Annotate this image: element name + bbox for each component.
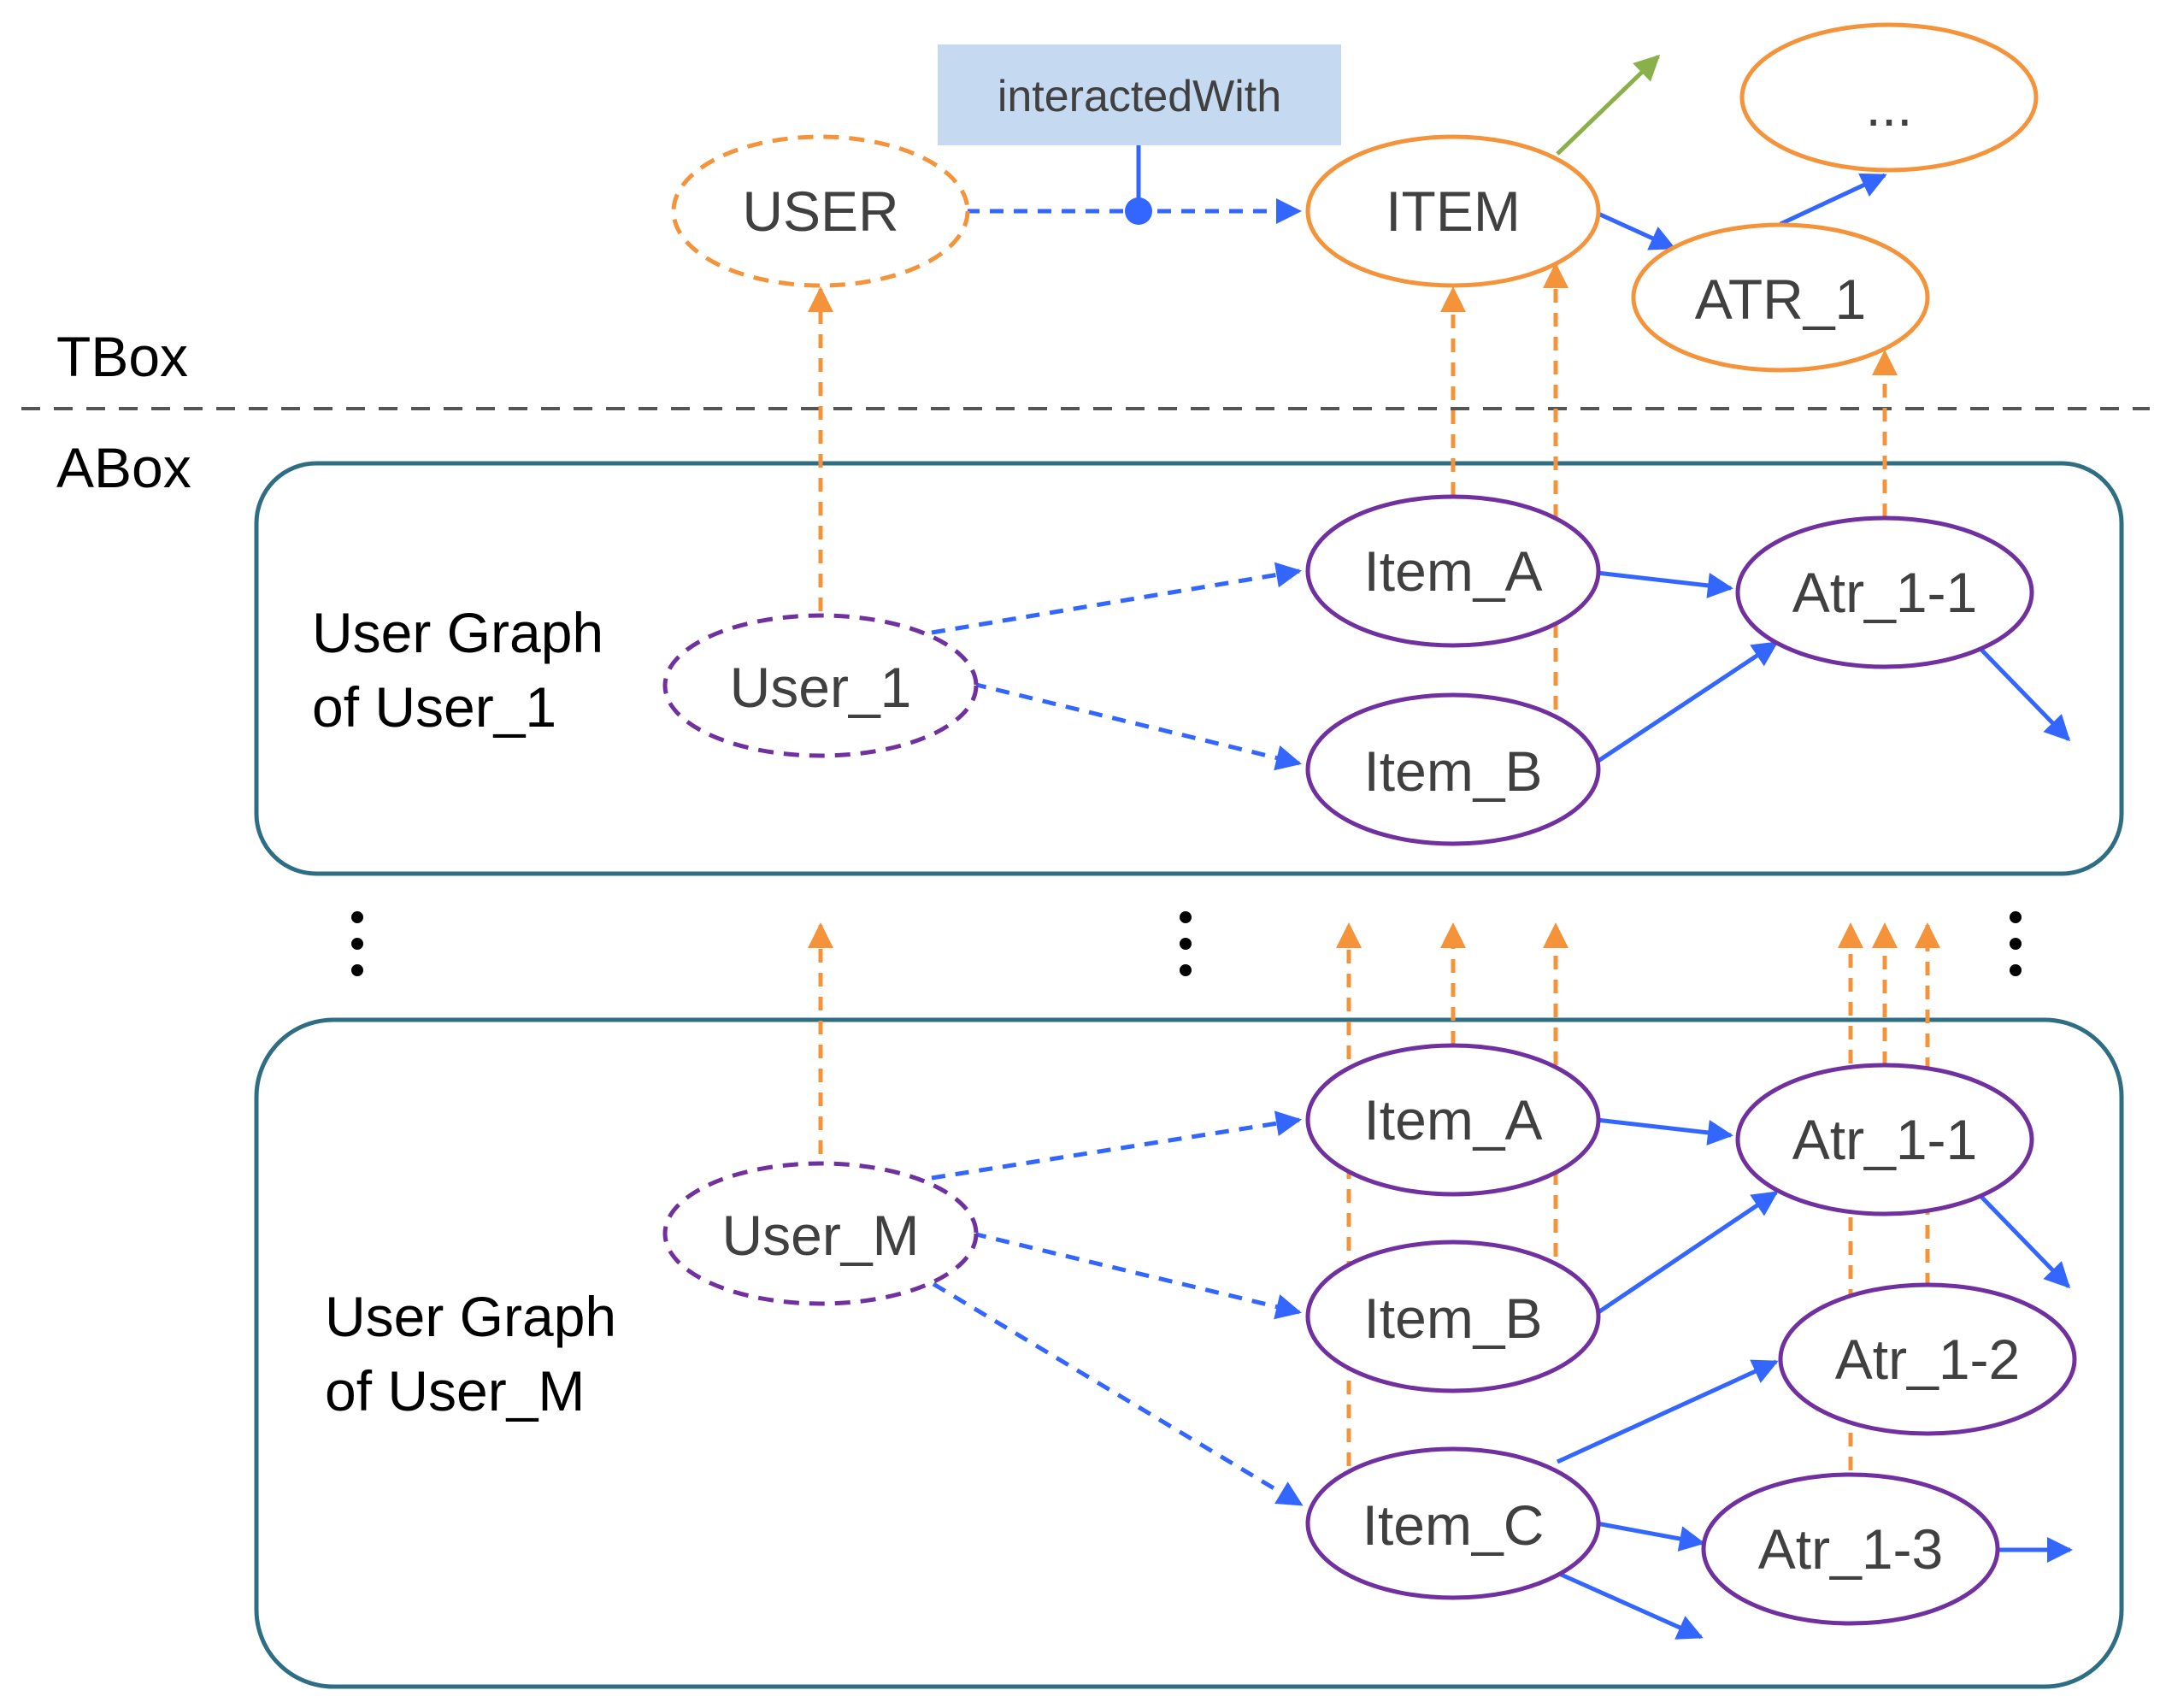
more-concept-node <box>1739 22 2039 173</box>
gm-itemA-label: Item_A <box>1363 1088 1542 1151</box>
edge-atr11-out <box>1980 648 2071 742</box>
gm-itemB-node <box>1305 1240 1601 1393</box>
edge-itemC-out <box>1556 1570 1704 1640</box>
edge-itemB-to-atr11 <box>1597 640 1779 763</box>
atr1-concept-node <box>1631 222 1930 373</box>
user1-label: User_1 <box>730 656 912 719</box>
gm-atr11-label: Atr_1-1 <box>1792 1108 1977 1171</box>
edge-atr1-to-more <box>1779 173 1887 227</box>
edge-atr11-out-m <box>1980 1195 2071 1289</box>
gm-atr13-label: Atr_1-3 <box>1758 1517 1943 1581</box>
g1-itemB-node <box>1305 692 1601 846</box>
gm-itemC-node <box>1305 1446 1601 1600</box>
tbox-label: TBox <box>56 325 188 388</box>
user-graph-m-box <box>254 1017 2124 1689</box>
edge-itemA-to-atr11-m <box>1596 1117 1733 1146</box>
abox-label: ABox <box>56 436 191 499</box>
edge-itemA-to-atr11 <box>1596 570 1733 598</box>
relation-label: interactedWith <box>998 72 1281 121</box>
userM-node <box>662 1161 979 1306</box>
g1-itemA-label: Item_A <box>1363 539 1542 603</box>
ellipsis-dots-left <box>351 911 363 976</box>
relation-label-anchor-dot <box>1125 197 1152 225</box>
gm-atr11-node <box>1735 1063 2034 1216</box>
user-graph-m-caption-line1: User Graph <box>325 1285 616 1348</box>
user-graph-1-box <box>254 461 2124 876</box>
g1-atr11-node <box>1735 515 2034 669</box>
edge-userM-to-itemA <box>931 1110 1302 1181</box>
item-concept-label: ITEM <box>1386 180 1521 243</box>
g1-itemB-label: Item_B <box>1363 739 1542 803</box>
gm-itemC-label: Item_C <box>1363 1493 1545 1557</box>
ellipsis-dots-right <box>2010 911 2022 976</box>
edge-item-to-atr1 <box>1597 211 1676 250</box>
gm-atr12-label: Atr_1-2 <box>1835 1328 2020 1391</box>
edge-user1-to-itemA <box>931 562 1302 635</box>
gm-itemB-label: Item_B <box>1363 1287 1542 1350</box>
user-concept-node <box>671 134 970 288</box>
edge-userM-to-itemC <box>932 1281 1304 1507</box>
user-concept-label: USER <box>742 180 898 243</box>
more-concept-label: ... <box>1865 74 1912 138</box>
item-concept-node <box>1305 134 1601 288</box>
gm-atr13-node <box>1701 1472 2000 1626</box>
edge-user1-to-itemB <box>972 681 1302 771</box>
user1-node <box>662 613 979 758</box>
g1-atr11-label: Atr_1-1 <box>1792 561 1977 624</box>
user-graph-m-caption-line2: of User_M <box>325 1359 585 1422</box>
gm-atr12-node <box>1778 1282 2077 1436</box>
ellipsis-dots-middle <box>1180 911 1192 976</box>
edge-itemB-to-atr11-m <box>1597 1190 1779 1315</box>
edge-itemC-to-atr12 <box>1556 1359 1779 1464</box>
edge-userM-to-itemB <box>972 1231 1302 1320</box>
userM-label: User_M <box>721 1204 919 1267</box>
edge-item-to-outside <box>1556 54 1661 156</box>
relation-label-box <box>938 44 1341 145</box>
atr1-concept-label: ATR_1 <box>1695 268 1867 331</box>
gm-itemA-node <box>1305 1043 1601 1197</box>
user-graph-1-caption-line1: User Graph <box>312 601 603 664</box>
user-graph-1-caption-line2: of User_1 <box>312 675 556 739</box>
edge-itemC-to-atr13 <box>1596 1521 1705 1552</box>
g1-itemA-node <box>1305 494 1601 648</box>
